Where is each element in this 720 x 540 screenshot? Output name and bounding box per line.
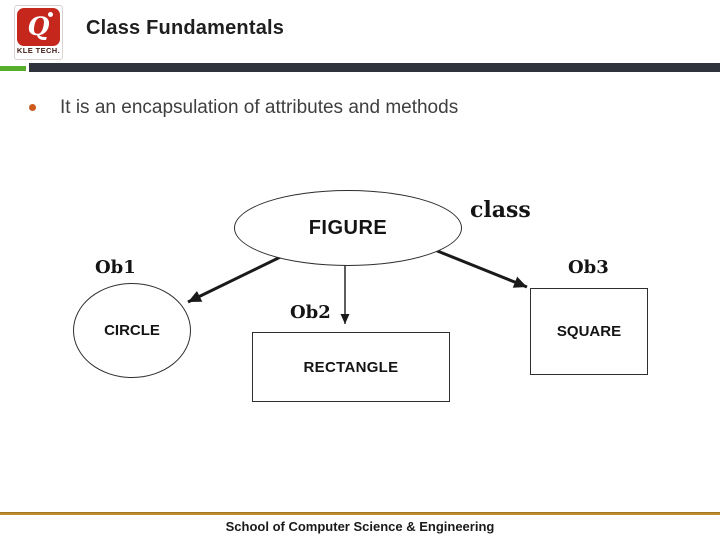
- ob2-label: Ob2: [290, 302, 331, 323]
- logo-caption: KLE TECH.: [16, 46, 61, 55]
- ob3-label: Ob3: [568, 257, 609, 278]
- accent-bar-dark: [29, 63, 720, 72]
- rectangle-label: RECTANGLE: [303, 358, 399, 376]
- logo-dot-icon: [48, 12, 53, 17]
- bullet-text: It is an encapsulation of attributes and…: [60, 97, 459, 118]
- class-annotation: class: [470, 197, 531, 223]
- footer-divider: [0, 512, 720, 515]
- ob1-label: Ob1: [95, 257, 136, 278]
- logo-emblem: Q: [17, 8, 60, 46]
- figure-label: FIGURE: [308, 216, 388, 239]
- logo-q-glyph: Q: [27, 12, 50, 41]
- square-node: SQUARE: [530, 288, 648, 375]
- circle-node: CIRCLE: [73, 283, 191, 378]
- slide-title: Class Fundamentals: [86, 17, 285, 39]
- figure-node: FIGURE: [234, 190, 462, 266]
- square-label: SQUARE: [556, 323, 622, 340]
- accent-bar-green: [0, 66, 26, 71]
- rectangle-node: RECTANGLE: [252, 332, 450, 402]
- kle-logo: Q KLE TECH.: [14, 5, 63, 60]
- bullet-dot: [29, 104, 36, 111]
- footer-text: School of Computer Science & Engineering: [225, 519, 495, 534]
- circle-label: CIRCLE: [104, 322, 160, 339]
